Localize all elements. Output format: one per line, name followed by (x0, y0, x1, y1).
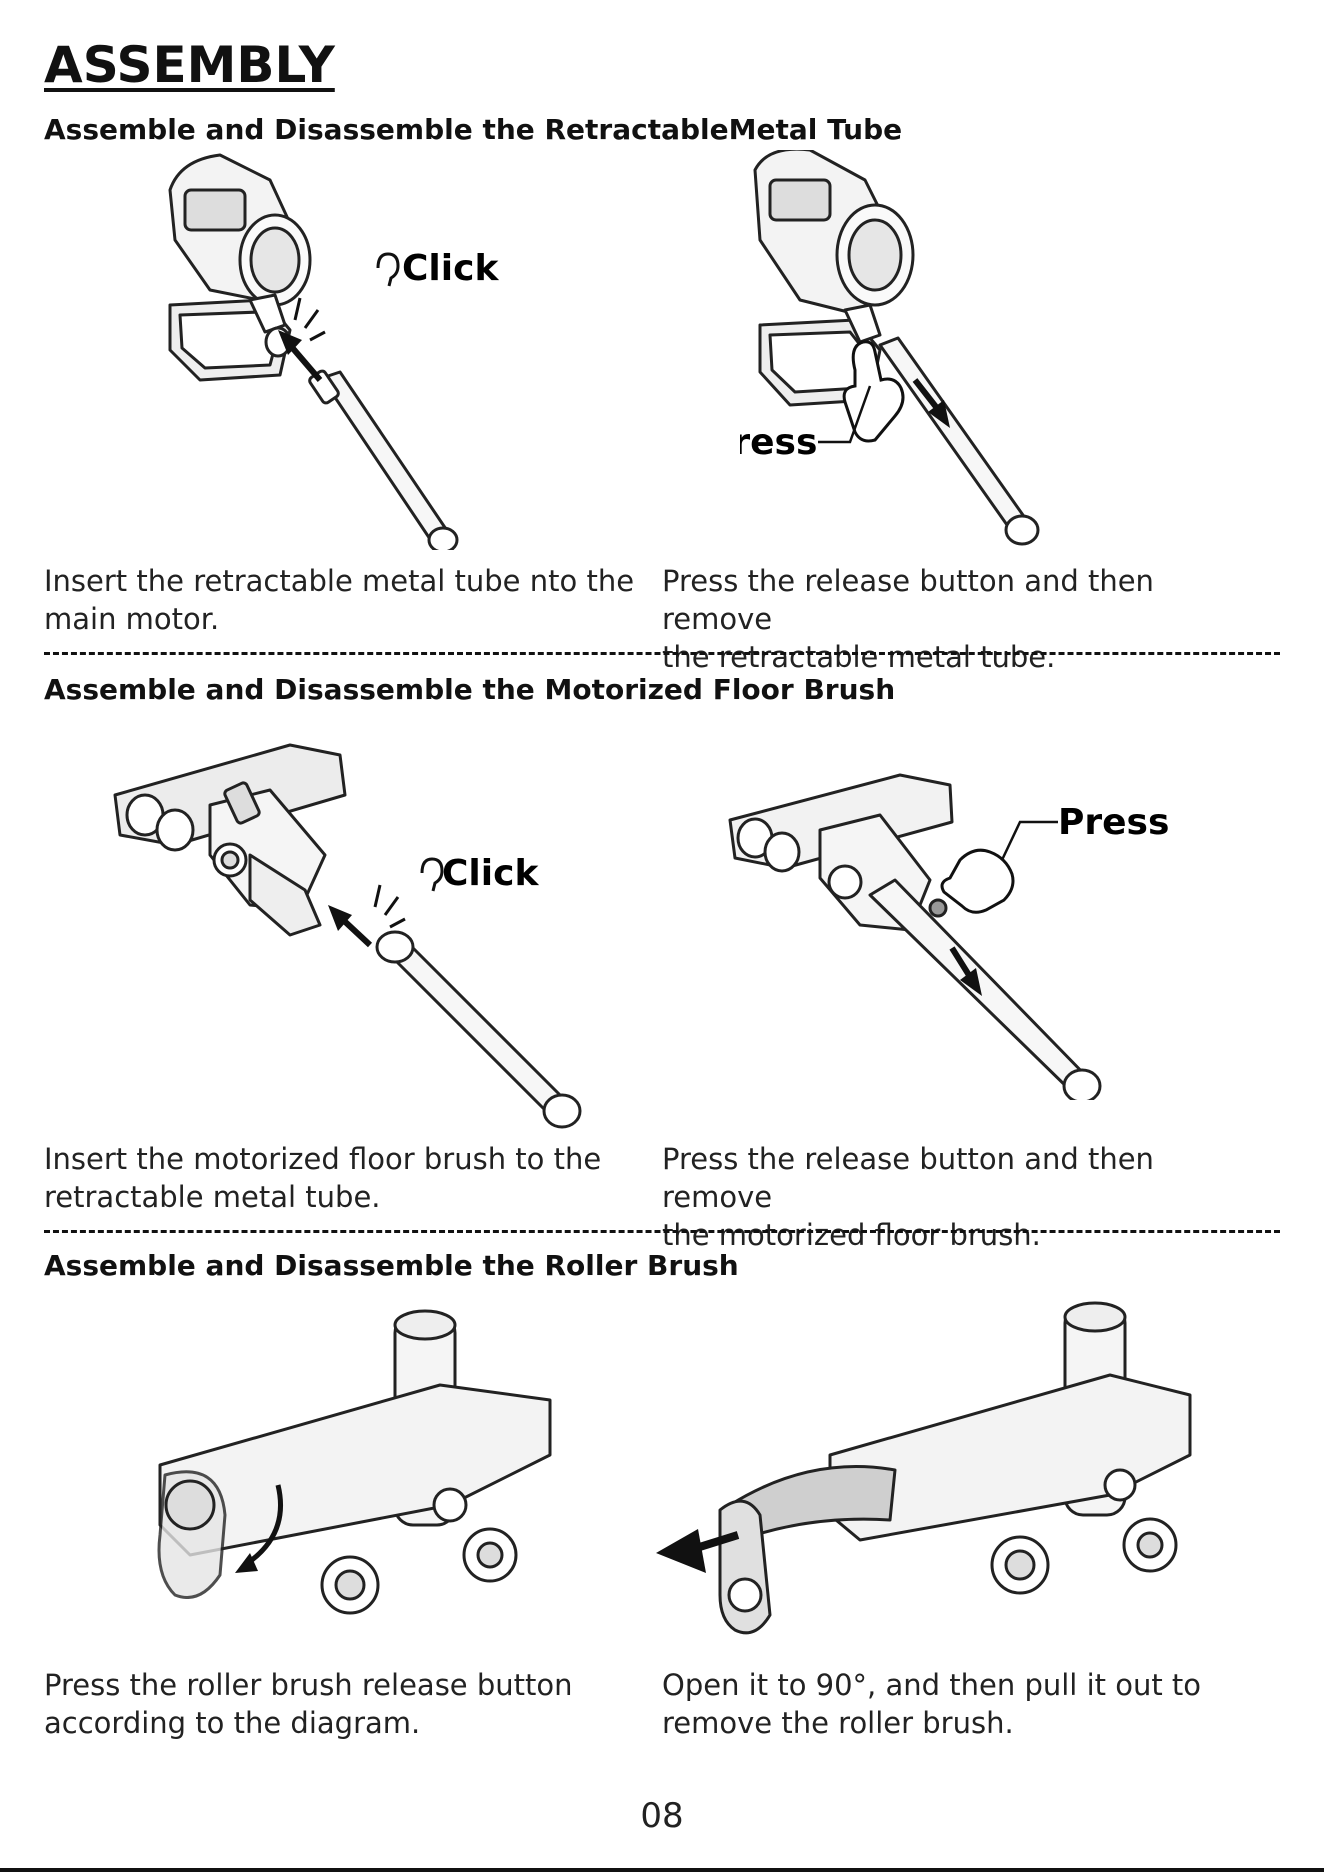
figure-release-roller (150, 1305, 570, 1635)
click-label: Click (402, 248, 499, 289)
caption-remove-tube: Press the release button and then remove… (662, 564, 1154, 674)
caption-remove-roller: Open it to 90°, and then pull it out to … (662, 1668, 1202, 1740)
page-number: 08 (640, 1796, 684, 1836)
arrow-icon (235, 1484, 284, 1573)
caption-insert-floor-brush: Insert the motorized floor brush to the … (44, 1142, 602, 1214)
arrow-icon (949, 946, 982, 996)
figure-remove-tube: Press (740, 150, 1180, 550)
ear-icon (420, 857, 444, 892)
click-lines-icon (293, 297, 326, 342)
figure-remove-floor-brush: Press (720, 760, 1180, 1100)
press-label: Press (1058, 802, 1169, 843)
figure-remove-roller (650, 1295, 1210, 1655)
click-label: Click (442, 853, 539, 894)
arrow-icon (328, 905, 373, 948)
section-divider (44, 652, 1280, 655)
caption-release-roller: Press the roller brush release button ac… (44, 1668, 573, 1740)
click-lines-icon (373, 884, 406, 929)
caption-insert-tube: Insert the retractable metal tube nto th… (44, 564, 635, 636)
arrow-icon (656, 1529, 740, 1573)
page-title: ASSEMBLY (44, 36, 335, 94)
figure-insert-tube: Click (150, 150, 590, 550)
hand-press-icon (940, 848, 1015, 914)
arrow-icon (912, 378, 950, 428)
section-divider (44, 1230, 1280, 1233)
caption-remove-floor-brush: Press the release button and then remove… (662, 1142, 1154, 1252)
press-label: Press (740, 422, 817, 463)
section-heading-floor-brush: Assemble and Disassemble the Motorized F… (44, 673, 896, 706)
ear-icon (376, 252, 400, 287)
bottom-rule (0, 1868, 1324, 1872)
arrow-icon (278, 330, 323, 382)
section-heading-roller-brush: Assemble and Disassemble the Roller Brus… (44, 1249, 739, 1282)
figure-insert-floor-brush: Click (100, 735, 620, 1135)
section-heading-metal-tube: Assemble and Disassemble the Retractable… (44, 113, 903, 146)
